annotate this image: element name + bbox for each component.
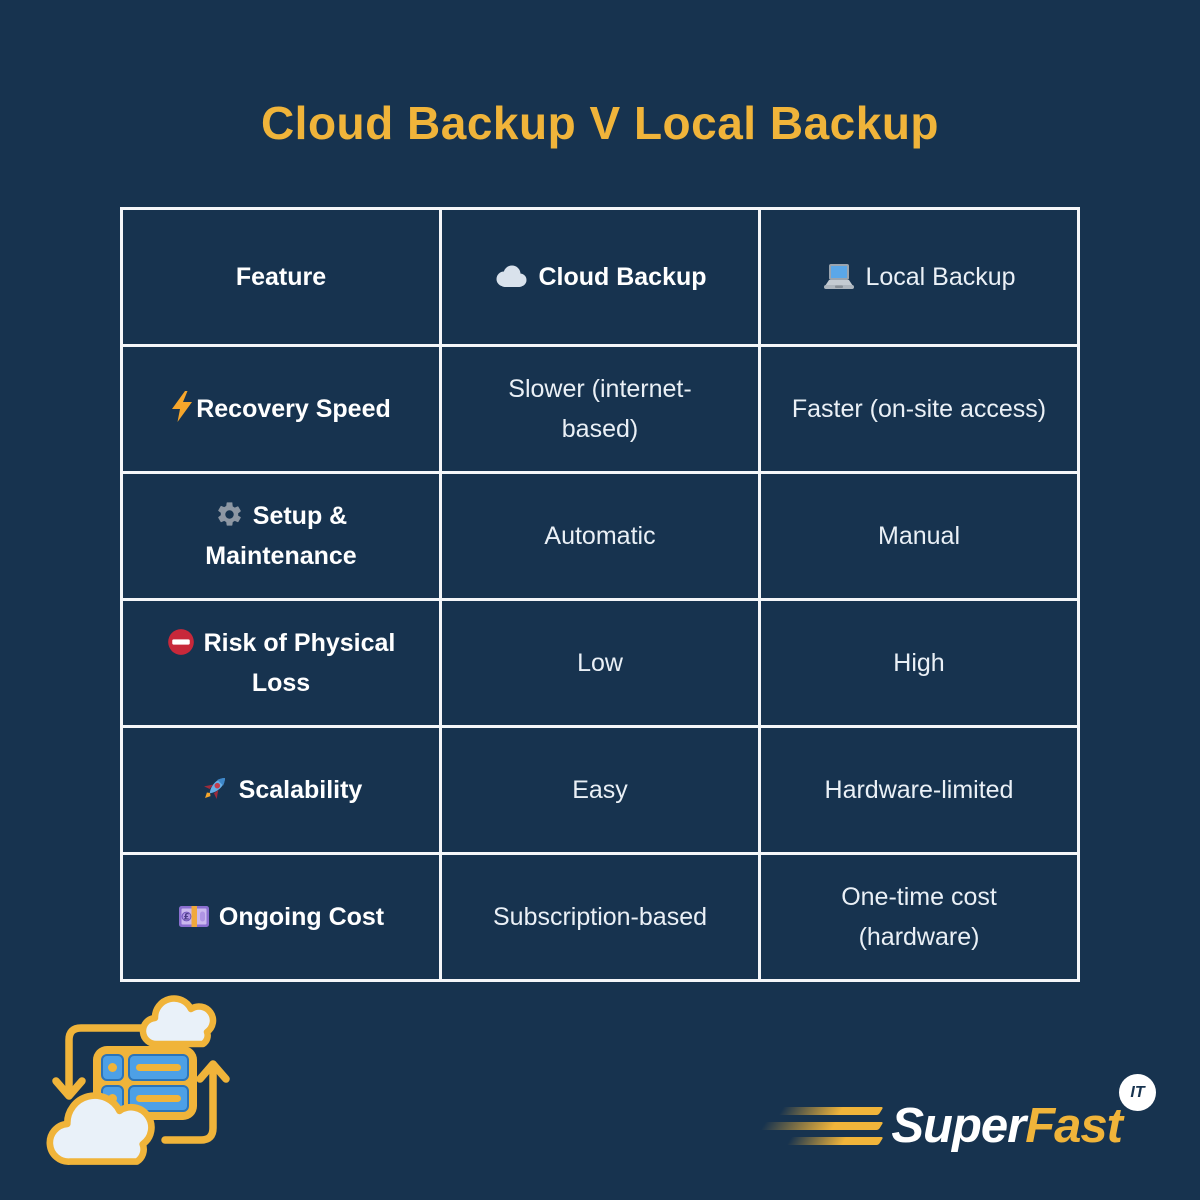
cell-text: Manual <box>878 521 960 550</box>
speed-lines-icon <box>760 1107 884 1145</box>
feature-cell-risk-of-physical-loss: Risk of Physical Loss <box>123 601 439 725</box>
page-title: Cloud Backup V Local Backup <box>260 97 940 149</box>
local-value-cell: Manual <box>758 473 1077 598</box>
table-row: £ Ongoing Cost Subscription-based One-ti… <box>123 852 1077 980</box>
feature-cell-recovery-speed: Recovery Speed <box>123 347 439 471</box>
logo-wordmark: SuperFast <box>891 1098 1123 1154</box>
cell-text: Automatic <box>544 521 656 550</box>
local-value-cell: One-time cost (hardware) <box>758 855 1077 980</box>
lightning-icon <box>171 390 193 422</box>
svg-text:£: £ <box>183 913 189 923</box>
feature-cell-scalability: Scalability <box>123 728 439 852</box>
rocket-icon <box>200 773 230 803</box>
logo-fast-text: Fast <box>1025 1099 1123 1153</box>
cell-text: Low <box>577 648 623 677</box>
cloud-value-cell: Slower (internet-based) <box>439 346 758 471</box>
superfast-logo: SuperFast IT <box>760 1074 1156 1162</box>
table-row: Recovery Speed Slower (internet-based) F… <box>123 343 1077 471</box>
header-label: Cloud Backup <box>538 262 707 291</box>
cell-text: Faster (on-site access) <box>791 394 1047 423</box>
cell-text: High <box>893 648 945 677</box>
gear-icon <box>215 500 244 529</box>
cell-text: Subscription-based <box>492 903 707 931</box>
cloud-value-cell: Easy <box>439 727 758 852</box>
cloud-value-cell: Automatic <box>439 473 758 598</box>
no-entry-icon <box>167 628 195 656</box>
header-label: Local Backup <box>865 262 1016 291</box>
cloud-value-cell: Low <box>439 600 758 725</box>
it-badge: IT <box>1119 1074 1156 1111</box>
feature-cell-ongoing-cost: £ Ongoing Cost <box>123 855 439 979</box>
table-row: Setup & Maintenance Automatic Manual <box>123 470 1077 598</box>
feature-label: Risk of Physical Loss <box>203 628 396 697</box>
feature-label: Scalability <box>238 775 363 804</box>
cloud-server-sync-icon <box>35 988 245 1183</box>
table-row: Risk of Physical Loss Low High <box>123 597 1077 725</box>
local-value-cell: Hardware-limited <box>758 727 1077 852</box>
cell-text: Hardware-limited <box>824 775 1014 804</box>
cell-text: One-time cost (hardware) <box>841 883 997 951</box>
it-badge-text: IT <box>1130 1083 1145 1101</box>
cell-text: Easy <box>572 775 628 804</box>
logo-super-text: Super <box>891 1099 1026 1153</box>
feature-label: Ongoing Cost <box>218 903 385 931</box>
pound-notes-icon: £ <box>178 903 210 930</box>
header-label: Feature <box>235 262 327 291</box>
column-header-local-backup: Local Backup <box>758 210 1077 344</box>
column-header-cloud-backup: Cloud Backup <box>439 210 758 344</box>
feature-label: Setup & Maintenance <box>205 501 357 570</box>
column-header-feature: Feature <box>123 210 439 344</box>
cloud-icon <box>493 264 529 290</box>
table-header-row: Feature Cloud Backup <box>123 210 1077 344</box>
table-row: Scalability Easy Hardware-limited <box>123 724 1077 852</box>
cloud-value-cell: Subscription-based <box>439 855 758 980</box>
local-value-cell: Faster (on-site access) <box>758 346 1077 471</box>
cell-text: Slower (internet-based) <box>508 374 692 443</box>
local-value-cell: High <box>758 600 1077 725</box>
comparison-table: Feature Cloud Backup <box>120 207 1080 982</box>
laptop-icon <box>822 263 856 290</box>
feature-label: Recovery Speed <box>196 394 391 423</box>
feature-cell-setup-maintenance: Setup & Maintenance <box>123 474 439 598</box>
